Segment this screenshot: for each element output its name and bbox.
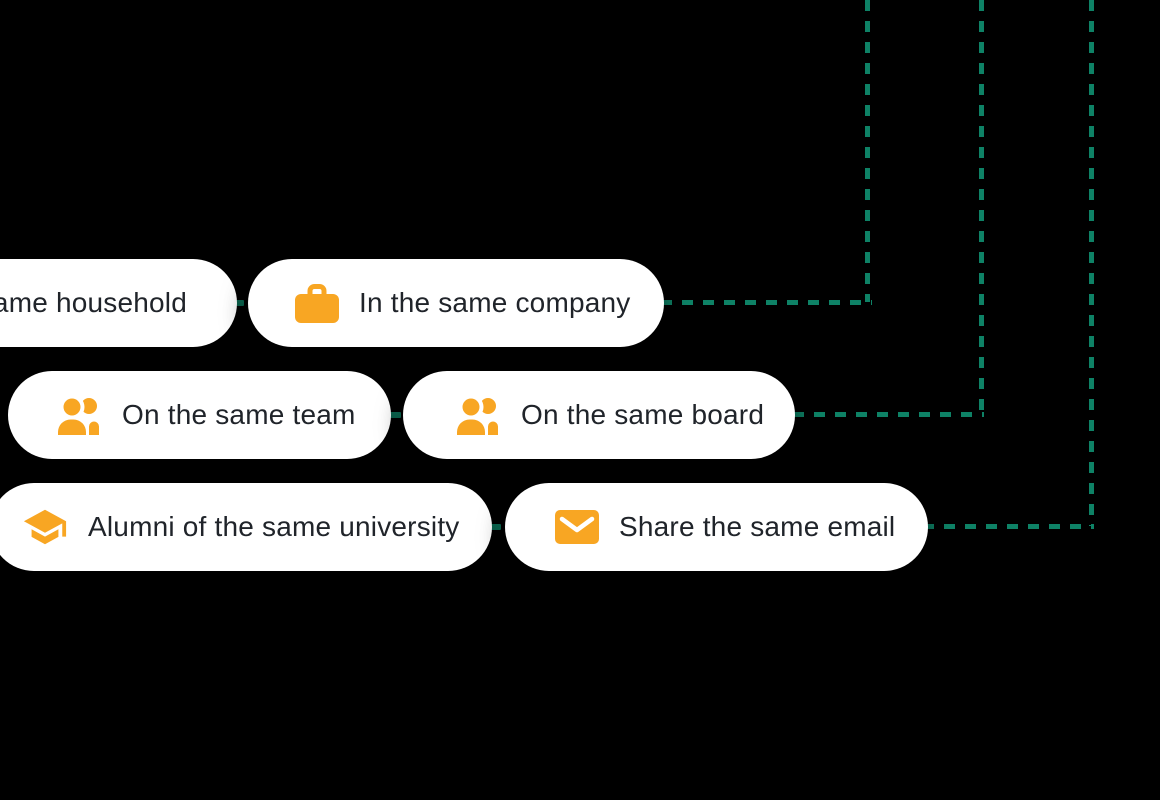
people-icon — [56, 395, 102, 435]
pill-same-team[interactable]: On the same team — [8, 371, 391, 459]
pill-same-university-label: Alumni of the same university — [88, 511, 460, 542]
connector-email-vertical — [1089, 0, 1094, 526]
pill-same-board[interactable]: On the same board — [403, 371, 795, 459]
connector-board-horizontal — [793, 412, 984, 417]
graduation-cap-icon — [22, 504, 68, 550]
briefcase-icon — [295, 281, 339, 325]
connector-team-board — [389, 412, 401, 418]
connector-university-email — [489, 524, 501, 530]
connector-company-vertical — [865, 0, 870, 302]
pill-same-company-label: In the same company — [359, 287, 631, 318]
pill-same-team-label: On the same team — [122, 399, 356, 430]
pill-same-household-label: same household — [0, 287, 187, 318]
connector-household-company — [232, 300, 244, 306]
pill-same-board-label: On the same board — [521, 399, 765, 430]
connector-company-horizontal — [661, 300, 872, 305]
connector-email-horizontal — [923, 524, 1094, 529]
envelope-icon — [555, 510, 599, 544]
pill-same-university[interactable]: Alumni of the same university — [0, 483, 492, 571]
pill-same-email[interactable]: Share the same email — [505, 483, 928, 571]
people-icon — [455, 395, 501, 435]
connector-board-vertical — [979, 0, 984, 414]
pill-same-household[interactable]: same household — [0, 259, 237, 347]
pill-same-email-label: Share the same email — [619, 511, 896, 542]
pill-same-company[interactable]: In the same company — [248, 259, 664, 347]
